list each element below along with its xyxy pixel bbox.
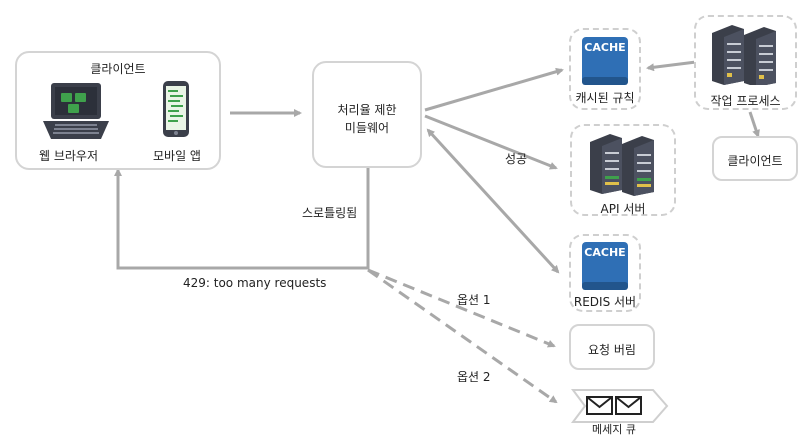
arrow-workers-to-client xyxy=(748,111,760,138)
middleware-line2: 미들웨어 xyxy=(344,121,390,135)
redis-server-box: CACHE REDIS 서버 xyxy=(569,234,641,312)
middleware-line1: 처리율 제한 xyxy=(337,103,397,117)
edge-success-label: 성공 xyxy=(505,152,528,166)
arrow-middleware-to-api xyxy=(424,114,558,170)
drop-request-label: 요청 버림 xyxy=(588,343,636,357)
edge-throttled-label: 스로틀링됨 xyxy=(302,206,358,220)
client-right-box: 클라이언트 xyxy=(712,136,798,181)
api-server-box: API 서버 xyxy=(570,124,676,216)
arrow-option1-drop xyxy=(367,268,556,348)
cache-icon xyxy=(582,37,628,85)
redis-label: REDIS 서버 xyxy=(573,295,637,309)
rate-limiter-middleware-box: 처리율 제한 미들웨어 xyxy=(312,61,422,168)
mobile-phone-icon xyxy=(163,81,189,137)
arrow-option2-queue xyxy=(367,268,558,404)
mobile-app-label: 모바일 앱 xyxy=(153,149,201,163)
envelope-icon-2 xyxy=(615,396,642,415)
edge-option2-label: 옵션 2 xyxy=(457,370,491,384)
client-group-title: 클라이언트 xyxy=(90,62,146,76)
redis-cache-icon xyxy=(582,242,628,290)
message-queue-label: 메세지 큐 xyxy=(592,423,636,436)
arrow-middleware-to-cache xyxy=(424,67,564,112)
laptop-icon xyxy=(43,83,109,139)
client-right-label: 클라이언트 xyxy=(727,154,783,168)
edge-option1-label: 옵션 1 xyxy=(457,293,491,307)
server-rack-icon xyxy=(712,25,776,85)
client-group-box: 클라이언트 웹 브라우저 모바일 앱 xyxy=(15,51,221,170)
drop-request-box: 요청 버림 xyxy=(569,324,655,370)
worker-processes-box: 작업 프로세스 xyxy=(694,15,797,110)
api-server-icon xyxy=(590,134,654,196)
envelope-icon xyxy=(586,396,613,415)
arrow-throttled-to-client xyxy=(114,168,370,270)
edge-429-label: 429: too many requests xyxy=(183,276,327,290)
redis-badge: CACHE xyxy=(584,246,626,259)
cache-badge: CACHE xyxy=(584,41,626,54)
arrow-middleware-redis xyxy=(426,128,560,274)
web-browser-label: 웹 브라우저 xyxy=(39,149,99,163)
api-server-label: API 서버 xyxy=(600,202,646,216)
cache-label: 캐시된 규칙 xyxy=(575,91,635,105)
cache-rules-box: CACHE 캐시된 규칙 xyxy=(569,28,641,110)
arrow-workers-to-cache xyxy=(646,60,697,72)
workers-label: 작업 프로세스 xyxy=(710,94,781,108)
